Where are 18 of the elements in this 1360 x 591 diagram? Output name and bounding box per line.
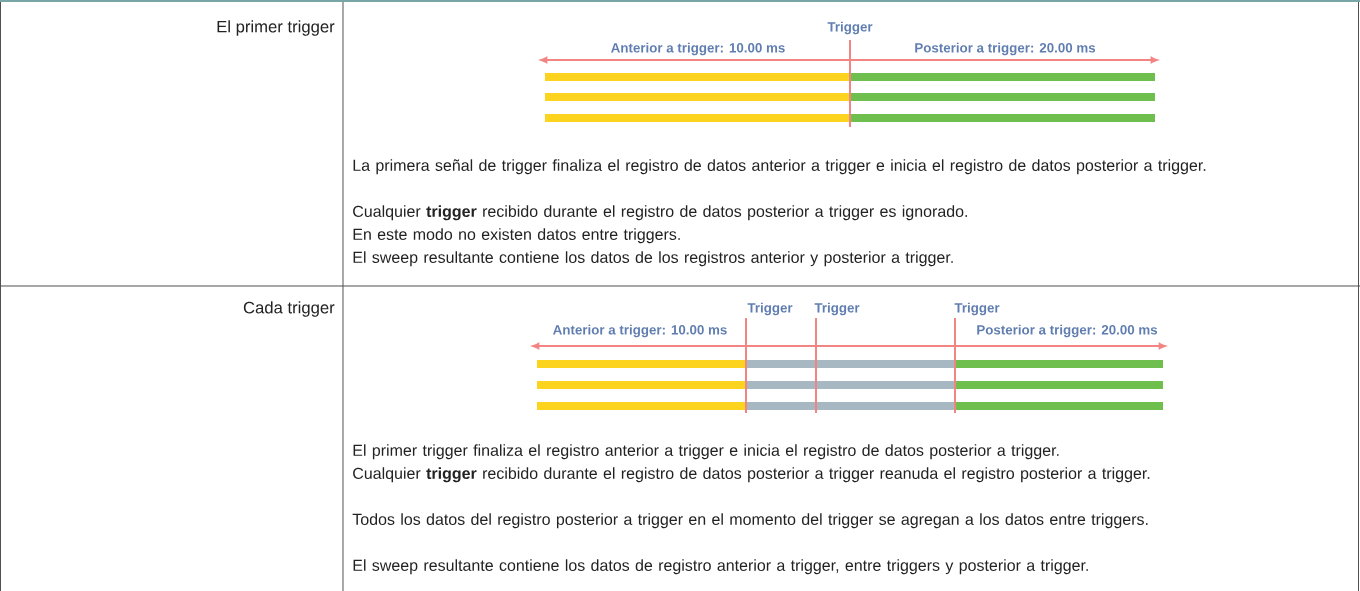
duration-label: Posterior a trigger: 20.00 ms (915, 42, 1096, 56)
duration-label: Posterior a trigger: 20.00 ms (977, 324, 1158, 338)
description-text: Cualquier trigger recibido durante el registro de datos posterior a trigger reanuda el registro posterior a trigger. (353, 467, 1150, 483)
trigger-label: Trigger (747, 302, 793, 316)
description-text: El sweep resultante contiene los datos de los registros anterior y posterior a trigger. (353, 251, 953, 267)
trigger-label: Trigger (954, 302, 1000, 316)
description-text: Todos los datos del registro posterior a trigger en el momento del trigger se agregan a los datos entre triggers. (352, 513, 1148, 529)
description-text: La primera señal de trigger finaliza el registro de datos anterior a trigger e inicia el registro de datos posterior a trigger. (353, 159, 1206, 175)
duration-label: Anterior a trigger: 10.00 ms (611, 42, 785, 56)
row-header: El primer trigger (217, 20, 335, 36)
trigger-label: Trigger (814, 302, 860, 316)
description-text: El sweep resultante contiene los datos de registro anterior a trigger, entre triggers y posterior a trigger. (353, 559, 1088, 575)
trigger-label: Trigger (827, 21, 873, 35)
row-header: Cada trigger (243, 301, 335, 317)
duration-label: Anterior a trigger: 10.00 ms (553, 324, 727, 338)
description-text: En este modo no existen datos entre triggers. (353, 228, 680, 244)
description-text: El primer trigger finaliza el registro anterior a trigger e inicia el registro de datos posterior a trigger. (353, 444, 1059, 460)
description-text: Cualquier trigger recibido durante el registro de datos posterior a trigger es ignorado. (353, 205, 967, 221)
